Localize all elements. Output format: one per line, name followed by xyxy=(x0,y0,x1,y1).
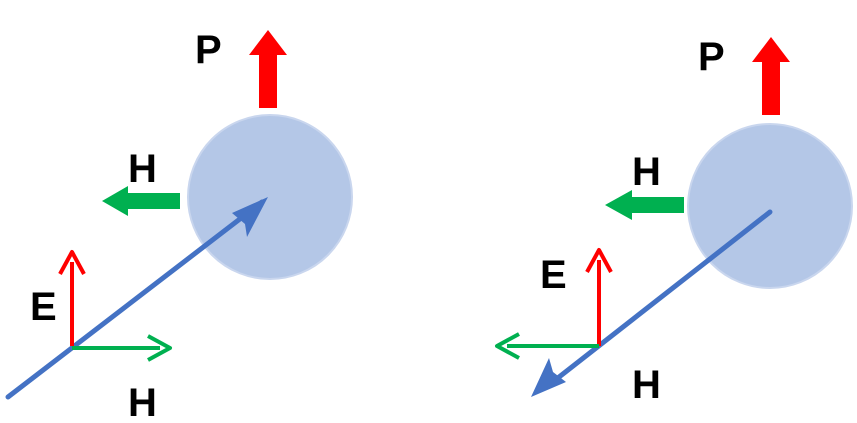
left-label-p: P xyxy=(195,28,222,72)
right-label-e: E xyxy=(540,253,567,297)
right-sphere xyxy=(687,123,853,289)
right-beam-arrowhead xyxy=(531,358,566,397)
left-sphere xyxy=(187,114,353,280)
right-beam-line xyxy=(542,209,773,391)
right-e-arrow-head xyxy=(585,248,613,273)
right-label-h-top: H xyxy=(632,150,661,194)
right-label-h-bottom: H xyxy=(632,363,661,407)
left-p-block-arrow xyxy=(249,30,287,108)
left-label-h-bottom: H xyxy=(128,381,157,423)
left-label-h-top: H xyxy=(128,147,157,191)
left-beam-line xyxy=(5,199,265,400)
right-label-p: P xyxy=(698,35,725,79)
left-e-arrow-head xyxy=(58,250,86,275)
left-beam-arrowhead xyxy=(232,197,268,237)
left-panel: P H E H xyxy=(5,28,353,423)
left-h-block-arrow xyxy=(102,186,180,216)
right-p-block-arrow xyxy=(752,37,790,115)
right-panel: P H E H xyxy=(495,35,853,407)
right-h-arrow-head xyxy=(495,332,520,360)
right-h-block-arrow xyxy=(605,190,684,220)
left-label-e: E xyxy=(30,285,57,329)
left-h-arrow-head xyxy=(147,334,172,362)
